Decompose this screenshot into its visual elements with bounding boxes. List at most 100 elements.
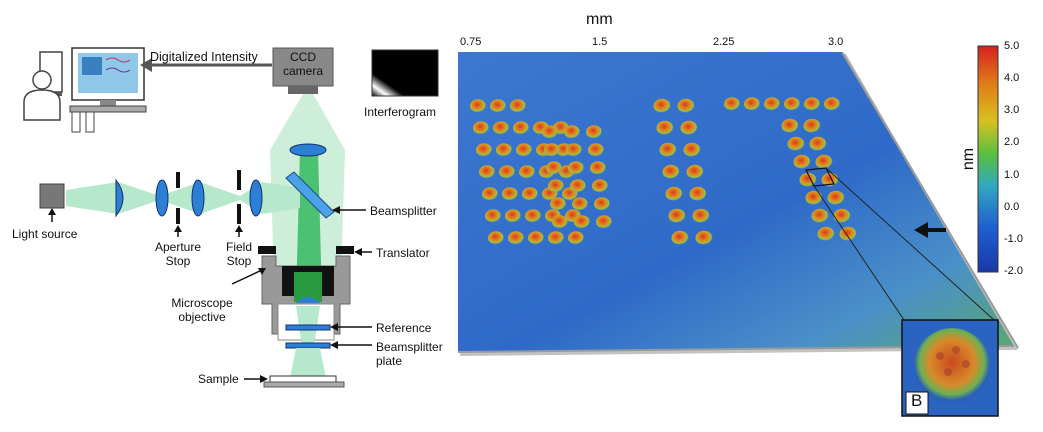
surface-bump [505,209,521,223]
surface-bump [668,208,686,224]
interferogram-thumbnail [371,49,439,97]
x-tick-label: 1.5 [592,36,608,48]
surface-bump [596,215,612,229]
inset-label: B [911,391,923,410]
lens-3 [191,179,205,217]
surface-bump [653,98,671,114]
surface-bump [692,208,710,224]
aperture-stop-label: Aperture Stop [154,240,202,268]
field-stop-label: Field Stop [225,240,252,268]
surface-bump [519,165,535,179]
field-stop [237,170,241,224]
surface-bump [824,97,840,111]
surface-bump [586,125,602,139]
sample-label: Sample [198,372,239,386]
colorbar-tick: -2.0 [1004,265,1023,277]
inset-zoom [901,319,999,417]
signal-arrow [140,58,272,72]
beamsplitter-plate-label: Beamsplitter plate [376,340,443,368]
surface-bump [683,142,701,158]
surface-bump [805,190,823,206]
surface-bump [781,118,799,134]
x-tick-label: 0.75 [460,36,482,48]
selection-box [805,167,835,187]
collimator-lens [115,178,124,218]
surface-bump [482,187,498,201]
ccd-camera-label: CCD camera [282,50,323,78]
surface-bump [476,143,492,157]
surface-bump [470,99,486,113]
translator-label: Translator [376,246,430,260]
aperture-stop [176,172,180,224]
surface-bump [496,143,512,157]
surface-bump [566,143,582,157]
surface-bump [689,186,707,202]
surface-bump [488,231,504,245]
surface-bump [827,190,845,206]
surface-bump [764,97,780,111]
surface-bump [548,179,564,193]
surface-bump [590,161,606,175]
colorbar-tick: 3.0 [1004,104,1020,116]
bump-array [470,97,857,246]
surface-bump [525,209,541,223]
light-source-label: Light source [12,227,78,241]
colorbar-tick: -1.0 [1004,233,1023,245]
digitalized-intensity-label: Digitalized Intensity [150,50,258,64]
colorbar-tick: 0.0 [1004,201,1020,213]
microscope-objective [258,246,354,378]
x-tick-label: 3.0 [828,36,844,48]
reference-label: Reference [376,321,432,335]
surface-bump [686,164,704,180]
surface-bump [656,120,674,136]
colorbar-tick: 4.0 [1004,72,1020,84]
surface-bump [516,143,532,157]
surface-bump [485,209,501,223]
surface-bump [508,231,524,245]
light-source-box [39,183,65,209]
x-tick-label: 2.25 [713,36,735,48]
surface-bump [815,154,833,170]
beamsplitter-mirror [285,171,335,219]
surface-bump [510,99,526,113]
surface-bump [499,165,515,179]
surface-bump [544,143,560,157]
surface-bump [479,165,495,179]
interferogram-label: Interferogram [364,105,437,119]
surface-bump [804,97,820,111]
surface-bump [490,99,506,113]
ccd-camera-body [272,47,334,87]
surface-bump [677,98,695,114]
colorbar-tick: 2.0 [1004,136,1020,148]
surface-bump [552,215,568,229]
surface-bump [839,226,857,242]
surface-bump [724,97,740,111]
surface-bump [662,164,680,180]
surface-bump [550,197,566,211]
surface-bump [546,161,562,175]
surface-bump [665,186,683,202]
pointer-arrow [914,222,946,238]
surface-bump [592,179,608,193]
surface-bump [513,121,529,135]
surface-bump [787,136,805,152]
surface-bump [528,231,544,245]
computer-icon [39,47,147,113]
colorbar-label: nm [960,147,978,171]
lens-2 [155,179,169,217]
microscope-objective-label: Microscope objective [171,296,233,324]
surface-bump [659,142,677,158]
surface-bump [803,118,821,134]
surface-bump [671,230,689,246]
surface-bump [473,121,489,135]
lens-4 [249,179,263,217]
person-icon [23,70,95,133]
surface-bump [572,197,588,211]
surface-bump [833,208,851,224]
surface-bump [793,154,811,170]
surface-bump [493,121,509,135]
sample-stage [263,375,345,388]
colorbar-tick: 1.0 [1004,169,1020,181]
surface-bump [542,125,558,139]
